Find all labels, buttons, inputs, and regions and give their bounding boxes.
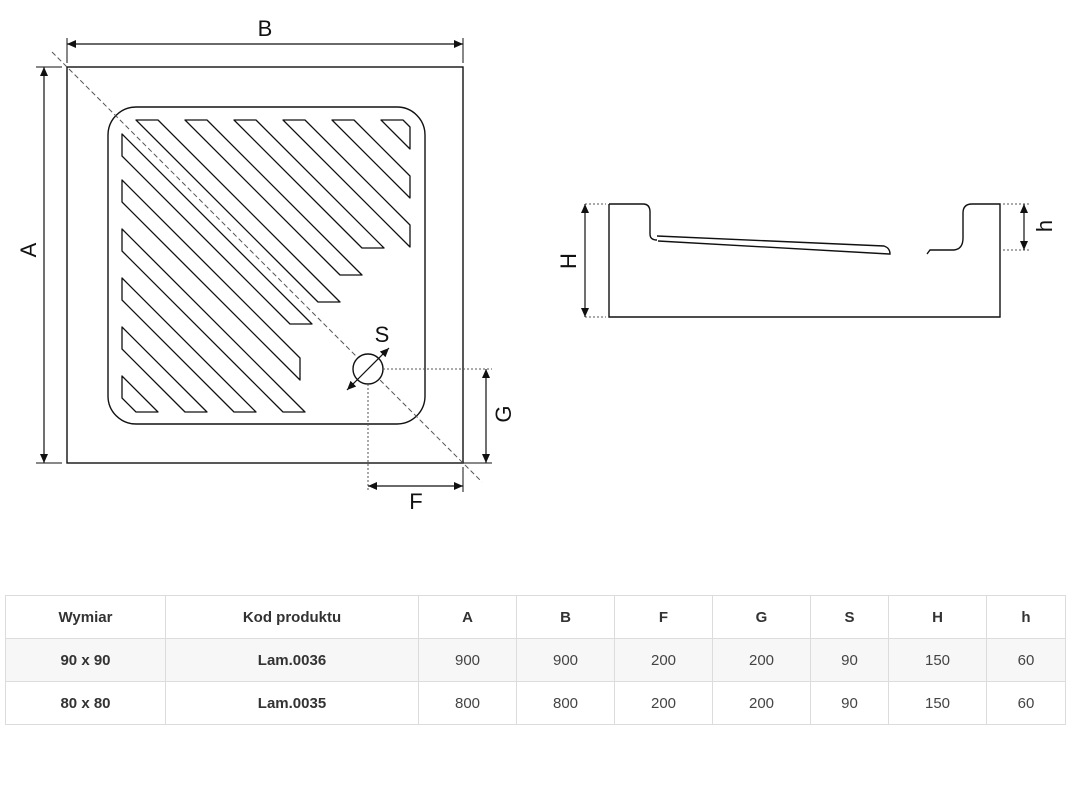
side-profile-left-rim bbox=[609, 203, 658, 241]
cell-h-upper: 150 bbox=[888, 638, 987, 682]
rib bbox=[121, 179, 301, 381]
cell-b: 800 bbox=[516, 681, 615, 725]
label-f: F bbox=[409, 489, 422, 514]
cell-s: 90 bbox=[810, 681, 889, 725]
cell-a: 900 bbox=[418, 638, 517, 682]
cell-a: 800 bbox=[418, 681, 517, 725]
cell-h-lower: 60 bbox=[986, 681, 1066, 725]
label-h-upper: H bbox=[556, 253, 581, 269]
rib bbox=[184, 119, 363, 276]
rib bbox=[121, 277, 257, 413]
rib bbox=[121, 326, 208, 413]
rib bbox=[121, 375, 159, 413]
header-h-upper: H bbox=[888, 595, 987, 639]
cell-s: 90 bbox=[810, 638, 889, 682]
header-kod-produktu: Kod produktu bbox=[165, 595, 419, 639]
drain-dim-s bbox=[346, 347, 390, 391]
anti-slip-ribs bbox=[121, 119, 411, 413]
cell-f: 200 bbox=[614, 681, 713, 725]
dimensions-table: Wymiar Kod produktu A B F G S H h 90 x 9… bbox=[5, 595, 1066, 725]
cell-wymiar: 90 x 90 bbox=[5, 638, 166, 682]
cell-h-lower: 60 bbox=[986, 638, 1066, 682]
label-s: S bbox=[375, 322, 390, 347]
table-row: 80 x 80 Lam.0035 800 800 200 200 90 150 … bbox=[5, 681, 1066, 725]
header-h-lower: h bbox=[986, 595, 1066, 639]
label-a: A bbox=[16, 242, 41, 257]
table-header-row: Wymiar Kod produktu A B F G S H h bbox=[5, 595, 1066, 639]
table-row: 90 x 90 Lam.0036 900 900 200 200 90 150 … bbox=[5, 638, 1066, 682]
cell-f: 200 bbox=[614, 638, 713, 682]
cell-h-upper: 150 bbox=[888, 681, 987, 725]
cell-wymiar: 80 x 80 bbox=[5, 681, 166, 725]
header-b: B bbox=[516, 595, 615, 639]
technical-drawing: B A G F S H h bbox=[16, 16, 1057, 514]
label-g: G bbox=[491, 405, 516, 422]
tray-outer-outline bbox=[66, 66, 464, 464]
header-wymiar: Wymiar bbox=[5, 595, 166, 639]
label-b: B bbox=[258, 16, 273, 41]
header-a: A bbox=[418, 595, 517, 639]
diagonal-centerline bbox=[51, 51, 483, 483]
rib bbox=[233, 119, 385, 249]
rib bbox=[135, 119, 341, 303]
rib bbox=[331, 119, 411, 199]
cell-g: 200 bbox=[712, 638, 811, 682]
top-view bbox=[36, 38, 492, 492]
rib bbox=[121, 133, 313, 325]
cell-b: 900 bbox=[516, 638, 615, 682]
cell-g: 200 bbox=[712, 681, 811, 725]
rib bbox=[121, 228, 306, 413]
side-profile-floor bbox=[656, 235, 891, 255]
cell-kod-produktu: Lam.0035 bbox=[165, 681, 419, 725]
rib bbox=[380, 119, 411, 150]
header-s: S bbox=[810, 595, 889, 639]
side-view bbox=[581, 203, 1030, 318]
tray-inner-basin bbox=[107, 106, 426, 425]
cell-kod-produktu: Lam.0036 bbox=[165, 638, 419, 682]
label-h-lower: h bbox=[1032, 220, 1057, 232]
header-f: F bbox=[614, 595, 713, 639]
header-g: G bbox=[712, 595, 811, 639]
side-profile-outline bbox=[608, 203, 1001, 318]
rib bbox=[282, 119, 411, 248]
